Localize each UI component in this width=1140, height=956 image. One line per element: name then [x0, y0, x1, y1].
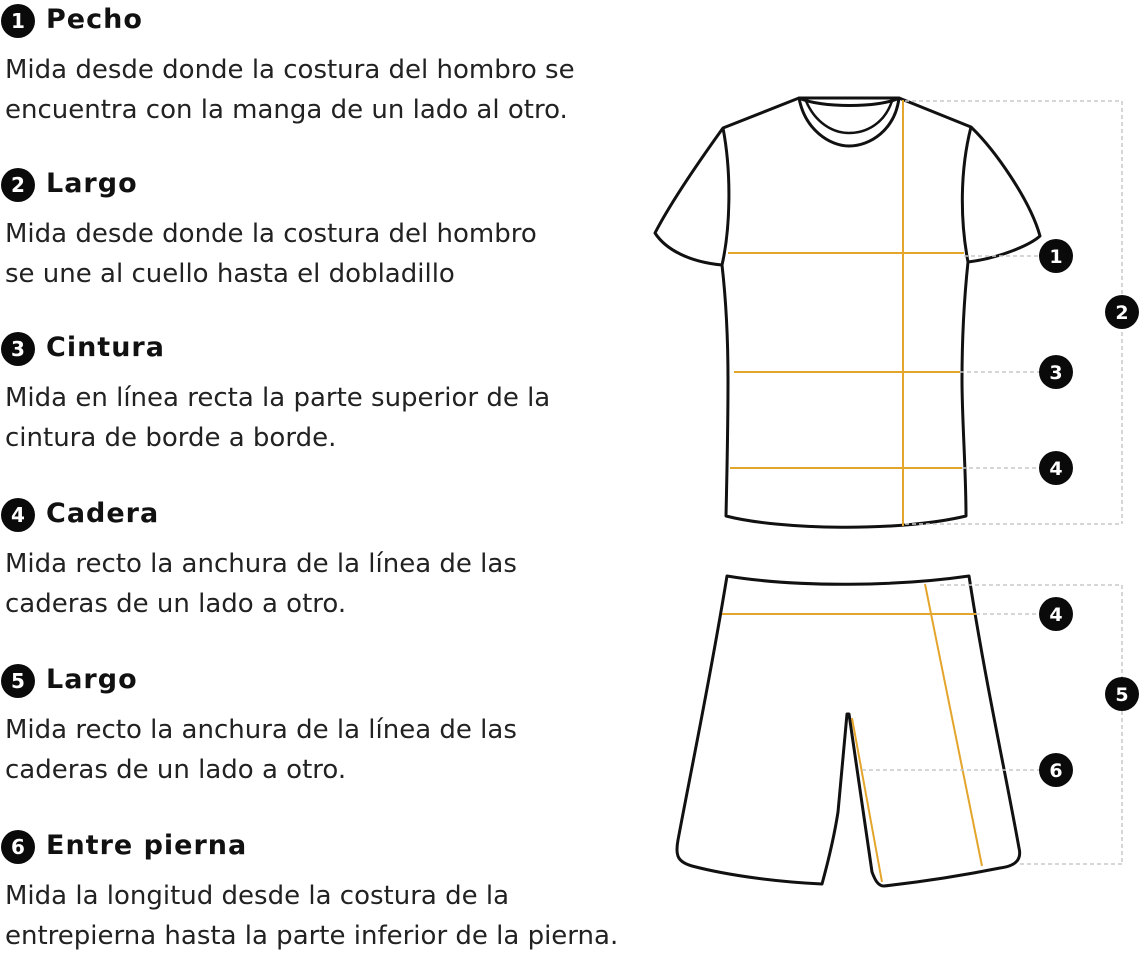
svg-text:1: 1	[1049, 246, 1062, 268]
svg-text:5: 5	[1115, 684, 1128, 706]
number-badge: 1	[1, 4, 35, 38]
instruction-title: Pecho	[46, 4, 143, 35]
tshirt-right-sleeve-seam	[960, 126, 973, 263]
instruction-item-chest: 1 Pecho Mida desde donde la costura del …	[0, 0, 680, 125]
number-badge: 6	[1, 830, 35, 864]
number-badge: 3	[1, 332, 35, 366]
instruction-title: Largo	[46, 664, 138, 695]
svg-text:3: 3	[1049, 362, 1062, 384]
svg-text:6: 6	[1049, 760, 1062, 782]
instruction-title: Cadera	[46, 498, 160, 529]
description-line: Mida recto la anchura de la línea de las	[5, 715, 517, 745]
svg-text:4: 4	[1049, 458, 1062, 480]
instruction-header: 5 Largo	[0, 660, 680, 698]
marker-badge: 6	[1039, 753, 1073, 787]
measurement-instructions: 1 Pecho Mida desde donde la costura del …	[0, 0, 680, 951]
instruction-item-length: 2 Largo Mida desde donde la costura del …	[0, 164, 680, 289]
instruction-description: Mida recto la anchura de la línea de las…	[5, 710, 680, 790]
description-line: entrepierna hasta la parte inferior de l…	[5, 921, 619, 951]
svg-text:4: 4	[1049, 604, 1062, 626]
instruction-item-hip: 4 Cadera Mida recto la anchura de la lín…	[0, 494, 680, 619]
instruction-header: 6 Entre pierna	[0, 826, 680, 864]
instruction-header: 3 Cintura	[0, 328, 680, 366]
description-line: se une al cuello hasta el dobladillo	[5, 259, 455, 289]
shorts-outline	[675, 574, 1022, 888]
description-line: Mida recto la anchura de la línea de las	[5, 549, 517, 579]
instruction-item-waist: 3 Cintura Mida en línea recta la parte s…	[0, 328, 680, 453]
description-line: encuentra con la manga de un lado al otr…	[5, 95, 568, 125]
marker-badge: 3	[1039, 355, 1073, 389]
tshirt-collar-inner	[804, 100, 894, 135]
tshirt-illustration: 1 2 3 4	[653, 96, 1139, 529]
instruction-item-shorts-length: 5 Largo Mida recto la anchura de la líne…	[0, 660, 680, 785]
instruction-title: Entre pierna	[46, 830, 248, 861]
instruction-header: 2 Largo	[0, 164, 680, 202]
description-line: cintura de borde a borde.	[5, 423, 337, 453]
marker-badge: 1	[1039, 239, 1073, 273]
description-line: caderas de un lado a otro.	[5, 755, 347, 785]
number-badge: 4	[1, 498, 35, 532]
description-line: Mida desde donde la costura del hombro	[5, 219, 537, 249]
instruction-description: Mida recto la anchura de la línea de las…	[5, 544, 680, 624]
instruction-item-inseam: 6 Entre pierna Mida la longitud desde la…	[0, 826, 680, 951]
description-line: Mida desde donde la costura del hombro s…	[5, 55, 575, 85]
description-line: Mida la longitud desde la costura de la	[5, 881, 510, 911]
marker-badge: 5	[1105, 677, 1139, 711]
shorts-length-line	[924, 583, 983, 867]
tshirt-outline	[653, 96, 1042, 529]
instruction-title: Largo	[46, 168, 138, 199]
marker-badge: 4	[1039, 597, 1073, 631]
shorts-illustration: 4 5 6	[675, 574, 1139, 888]
instruction-title: Cintura	[46, 332, 165, 363]
instruction-header: 4 Cadera	[0, 494, 680, 532]
instruction-description: Mida desde donde la costura del hombro s…	[5, 214, 680, 294]
instruction-description: Mida la longitud desde la costura de la …	[5, 876, 680, 956]
tshirt-collar	[797, 96, 901, 148]
marker-badge: 4	[1039, 451, 1073, 485]
number-badge: 2	[1, 168, 35, 202]
svg-text:2: 2	[1115, 302, 1128, 324]
instruction-description: Mida desde donde la costura del hombro s…	[5, 50, 680, 130]
description-line: Mida en línea recta la parte superior de…	[5, 383, 551, 413]
instruction-description: Mida en línea recta la parte superior de…	[5, 378, 680, 458]
description-line: caderas de un lado a otro.	[5, 589, 347, 619]
tshirt-left-sleeve-seam	[720, 127, 731, 266]
instruction-header: 1 Pecho	[0, 0, 680, 38]
shorts-inseam-line	[851, 717, 883, 883]
number-badge: 5	[1, 664, 35, 698]
marker-badge: 2	[1105, 295, 1139, 329]
